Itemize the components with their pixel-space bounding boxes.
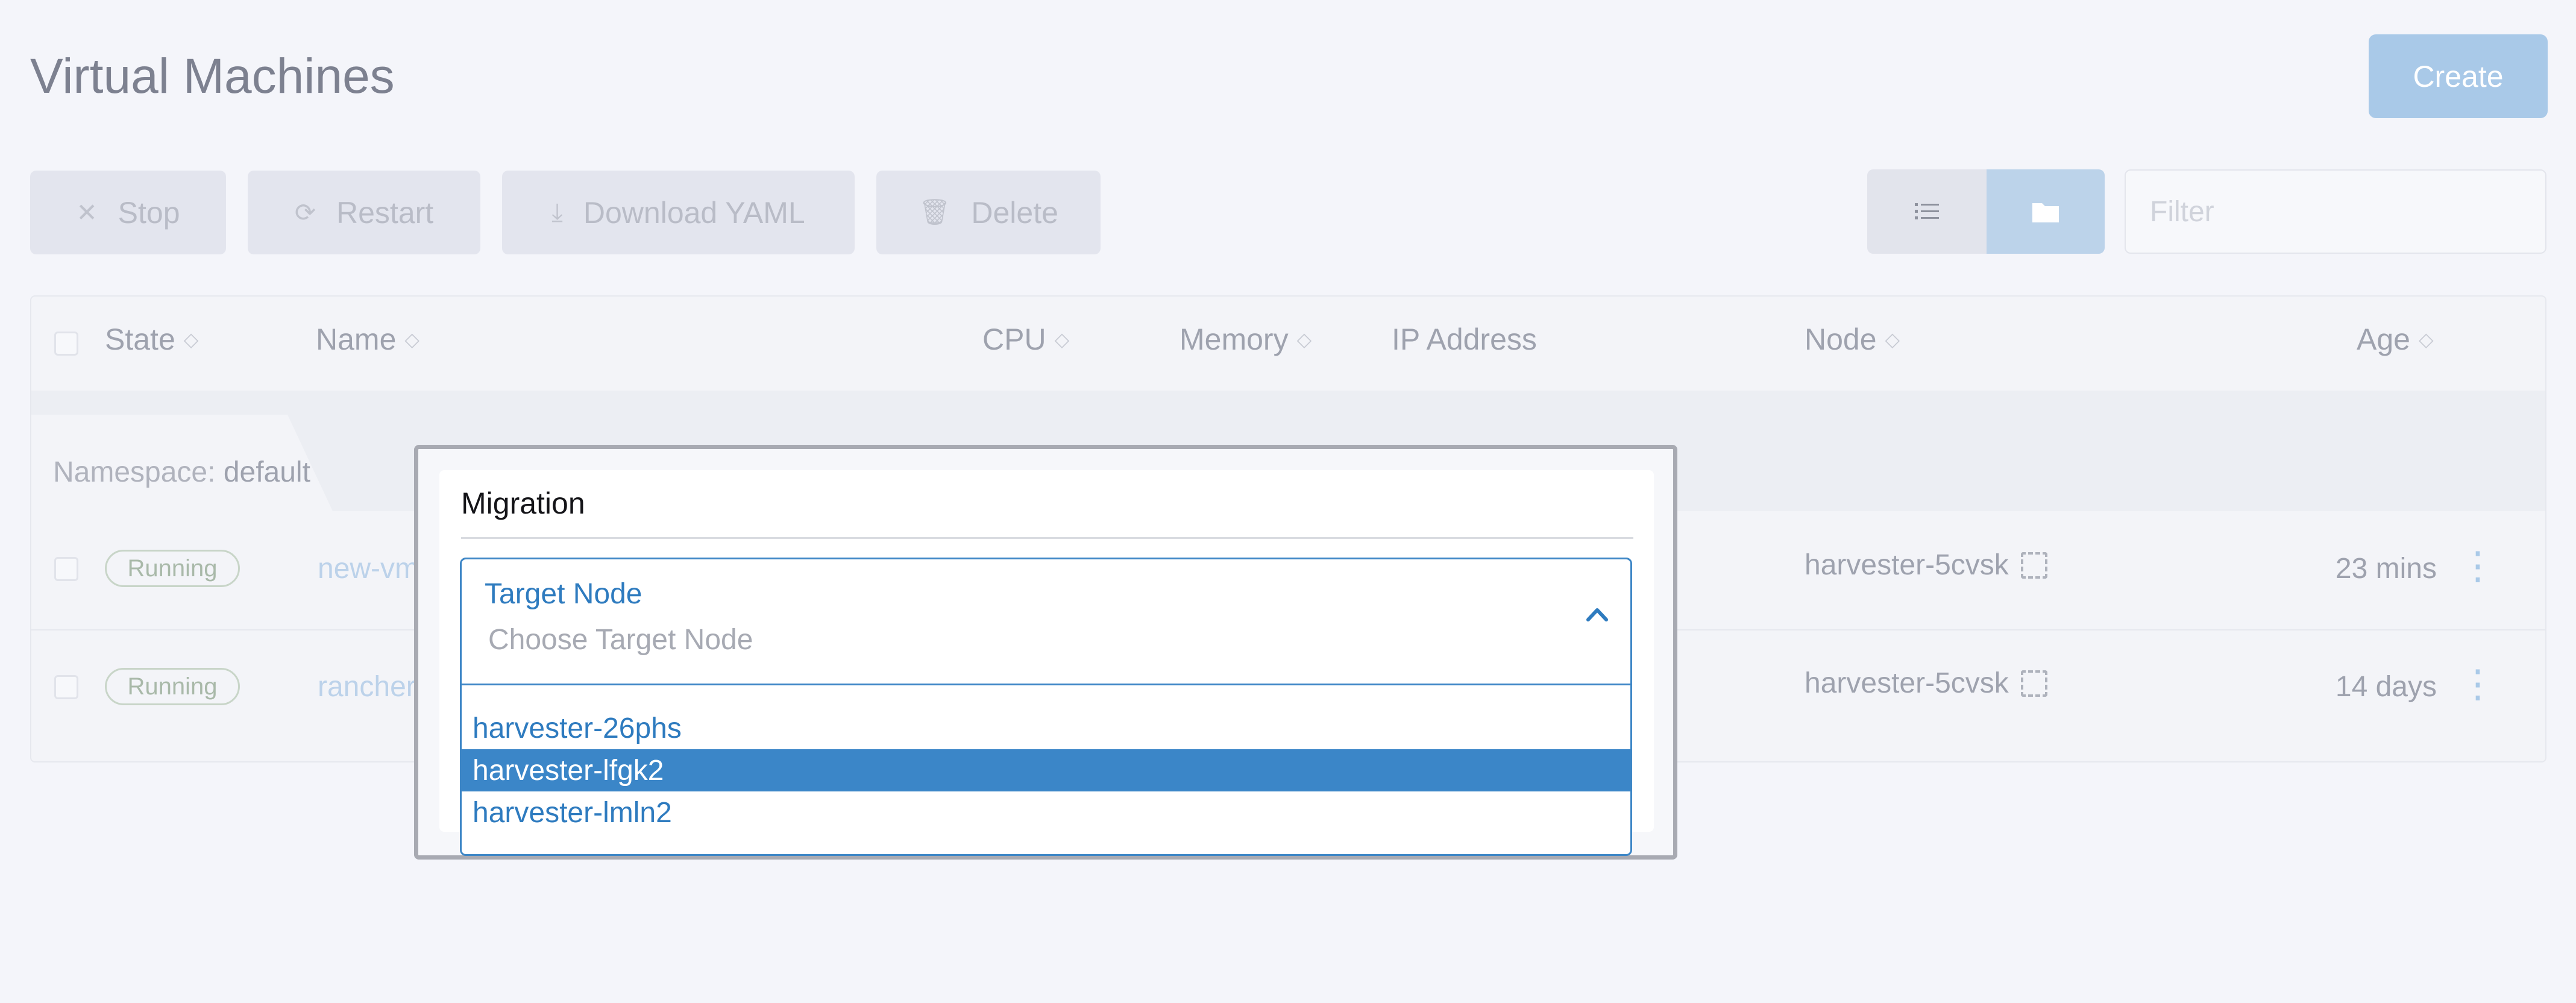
column-node[interactable]: Node ◇ <box>1805 322 1900 357</box>
target-node-placeholder: Choose Target Node <box>488 624 753 656</box>
select-all-checkbox[interactable] <box>54 332 78 356</box>
option-harvester-lfgk2[interactable]: harvester-lfgk2 <box>462 749 1630 791</box>
column-age[interactable]: Age ◇ <box>2357 322 2434 357</box>
row-checkbox[interactable] <box>54 557 78 581</box>
column-node-label: Node <box>1805 322 1877 356</box>
dialog-divider <box>461 537 1633 539</box>
stop-button-label: Stop <box>118 195 180 230</box>
sort-icon: ◇ <box>1296 329 1312 350</box>
sort-icon: ◇ <box>2418 329 2434 350</box>
column-cpu-label: CPU <box>982 322 1046 356</box>
table-header: State ◇ Name ◇ CPU ◇ Memory ◇ IP Address… <box>31 297 2545 392</box>
column-age-label: Age <box>2357 322 2410 356</box>
table-row[interactable]: Running rancher harvester-5cvsk 14 days … <box>31 629 2545 747</box>
node-cell: harvester-5cvsk <box>1805 549 2047 582</box>
column-state-label: State <box>105 322 175 356</box>
target-node-options: harvester-26phs harvester-lfgk2 harveste… <box>460 685 1632 856</box>
column-memory[interactable]: Memory ◇ <box>1180 322 1312 357</box>
filter-input[interactable] <box>2125 169 2546 254</box>
namespace-group-tab <box>31 415 333 511</box>
download-yaml-button-label: Download YAML <box>583 195 805 230</box>
sort-icon: ◇ <box>1885 329 1900 350</box>
download-yaml-button[interactable]: ⤓ Download YAML <box>502 171 855 254</box>
column-state[interactable]: State ◇ <box>105 322 198 357</box>
list-view-toggle[interactable] <box>1867 169 1987 254</box>
age-cell: 14 days <box>2335 671 2437 703</box>
folder-icon <box>2032 203 2059 222</box>
close-icon: ✕ <box>76 198 98 227</box>
option-harvester-26phs[interactable]: harvester-26phs <box>473 712 682 744</box>
column-ip-label: IP Address <box>1392 322 1537 356</box>
restart-button-label: Restart <box>336 195 434 230</box>
sort-icon: ◇ <box>1054 329 1070 350</box>
row-checkbox[interactable] <box>54 675 78 699</box>
delete-button-label: Delete <box>971 195 1058 230</box>
option-harvester-lmln2[interactable]: harvester-lmln2 <box>473 796 672 829</box>
vm-name-link[interactable]: new-vm <box>318 553 419 585</box>
column-memory-label: Memory <box>1180 322 1289 356</box>
namespace-prefix: Namespace: <box>53 456 216 488</box>
target-node-select[interactable]: Target Node Choose Target Node <box>460 558 1632 685</box>
page-title: Virtual Machines <box>30 49 395 104</box>
node-name: harvester-5cvsk <box>1805 667 2009 699</box>
refresh-icon: ⟳ <box>294 198 316 227</box>
trash-icon: 🗑 <box>919 198 951 226</box>
more-vertical-icon[interactable]: ⋮ <box>2458 662 2497 705</box>
list-icon <box>1915 203 1939 219</box>
more-vertical-icon[interactable]: ⋮ <box>2458 544 2497 587</box>
dialog-title: Migration <box>461 486 585 520</box>
group-view-toggle[interactable] <box>1987 169 2105 254</box>
target-node-label: Target Node <box>485 578 642 610</box>
node-name: harvester-5cvsk <box>1805 549 2009 581</box>
column-name-label: Name <box>316 322 397 356</box>
sort-icon: ◇ <box>183 329 199 350</box>
download-icon: ⤓ <box>551 198 563 226</box>
restart-button[interactable]: ⟳ Restart <box>248 171 480 254</box>
column-name[interactable]: Name ◇ <box>316 322 419 357</box>
namespace-group-label: Namespace: default <box>53 456 310 489</box>
copy-icon[interactable] <box>2020 670 2047 697</box>
copy-icon[interactable] <box>2020 552 2047 579</box>
column-ip-address: IP Address <box>1392 322 1537 357</box>
status-badge: Running <box>105 550 240 587</box>
namespace-value: default <box>223 456 310 488</box>
column-cpu[interactable]: CPU ◇ <box>982 322 1069 357</box>
status-badge: Running <box>105 668 240 705</box>
stop-button[interactable]: ✕ Stop <box>30 171 226 254</box>
vm-name-link[interactable]: rancher <box>318 671 416 703</box>
create-button[interactable]: Create <box>2369 34 2548 118</box>
delete-button[interactable]: 🗑 Delete <box>876 171 1101 254</box>
age-cell: 23 mins <box>2335 553 2437 585</box>
sort-icon: ◇ <box>404 329 419 350</box>
chevron-up-icon[interactable] <box>1585 602 1610 627</box>
node-cell: harvester-5cvsk <box>1805 667 2047 700</box>
